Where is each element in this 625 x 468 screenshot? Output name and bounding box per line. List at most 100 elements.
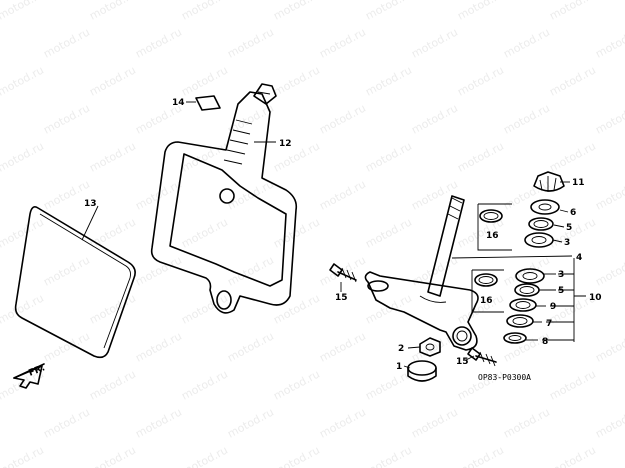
watermark-text-121: motod.ru — [271, 443, 322, 468]
callout-12: 12 — [279, 139, 292, 149]
dust-seal-part-8 — [503, 332, 527, 344]
watermark-text-21: motod.ru — [225, 25, 276, 60]
watermark-text-37: motod.ru — [41, 101, 92, 136]
watermark-text-60: motod.ru — [501, 177, 552, 212]
adjust-nut-part-11 — [533, 171, 565, 192]
callout-10: 10 — [589, 293, 602, 303]
watermark-text-41: motod.ru — [409, 101, 460, 136]
lower-cone-part-7 — [506, 314, 534, 328]
upper-race-part-6 — [530, 199, 560, 215]
watermark-text-83: motod.ru — [87, 291, 138, 326]
callout-2: 2 — [398, 344, 404, 354]
watermark-text-73: motod.ru — [41, 253, 92, 288]
plate-bracket-part-12 — [150, 83, 298, 314]
watermark-text-32: motod.ru — [363, 63, 414, 98]
watermark-text-101: motod.ru — [87, 367, 138, 402]
watermark-text-30: motod.ru — [179, 63, 230, 98]
o-ring-part-16-upper — [479, 209, 503, 223]
callout-7: 7 — [546, 319, 552, 329]
watermark-text-47: motod.ru — [87, 139, 138, 174]
watermark-text-102: motod.ru — [179, 367, 230, 402]
watermark-text-28: motod.ru — [0, 63, 46, 98]
lower-race-part-3 — [515, 268, 545, 284]
watermark-text-66: motod.ru — [179, 215, 230, 250]
watermark-text-52: motod.ru — [547, 139, 598, 174]
diagram-code: OP83-P0300A — [478, 373, 531, 382]
callout-16-lower: 16 — [480, 296, 493, 306]
watermark-text-61: motod.ru — [593, 177, 625, 212]
watermark-text-86: motod.ru — [363, 291, 414, 326]
watermark-text-16: motod.ru — [547, 0, 598, 23]
watermark-text-111: motod.ru — [225, 405, 276, 440]
clip-part-14 — [195, 95, 221, 111]
watermark-text-22: motod.ru — [317, 25, 368, 60]
watermark-text-76: motod.ru — [317, 253, 368, 288]
watermark-text-85: motod.ru — [271, 291, 322, 326]
watermark-text-31: motod.ru — [271, 63, 322, 98]
watermark-text-46: motod.ru — [0, 139, 46, 174]
watermark-text-13: motod.ru — [271, 0, 322, 23]
watermark-text-96: motod.ru — [501, 329, 552, 364]
watermark-text-103: motod.ru — [271, 367, 322, 402]
watermark-text-10: motod.ru — [0, 0, 46, 23]
watermark-text-93: motod.ru — [225, 329, 276, 364]
watermark-text-33: motod.ru — [455, 63, 506, 98]
watermark-text-79: motod.ru — [593, 253, 625, 288]
watermark-text-123: motod.ru — [455, 443, 506, 468]
callout-15-left: 15 — [335, 293, 348, 303]
watermark-text-57: motod.ru — [225, 177, 276, 212]
callout-14: 14 — [172, 98, 185, 108]
callout-16-upper: 16 — [486, 231, 499, 241]
watermark-text-14: motod.ru — [363, 0, 414, 23]
steering-stem-part-4 — [364, 195, 479, 351]
watermark-text-23: motod.ru — [409, 25, 460, 60]
ball-bearing-part-9 — [509, 298, 537, 312]
watermark-text-124: motod.ru — [547, 443, 598, 468]
watermark-text-29: motod.ru — [87, 63, 138, 98]
watermark-text-106: motod.ru — [547, 367, 598, 402]
o-ring-part-16-lower — [474, 273, 498, 287]
callout-11: 11 — [572, 178, 585, 188]
watermark-text-74: motod.ru — [133, 253, 184, 288]
watermark-text-43: motod.ru — [593, 101, 625, 136]
callout-5-lower: 5 — [558, 286, 564, 296]
watermark-text-12: motod.ru — [179, 0, 230, 23]
watermark-text-42: motod.ru — [501, 101, 552, 136]
callout-frame-16-lower — [471, 269, 504, 313]
watermark-text-115: motod.ru — [593, 405, 625, 440]
watermark-text-92: motod.ru — [133, 329, 184, 364]
callout-3-lower: 3 — [558, 270, 564, 280]
watermark-text-34: motod.ru — [547, 63, 598, 98]
leader-lines — [81, 101, 586, 369]
callout-1: 1 — [396, 362, 402, 372]
dust-seal-part-1 — [407, 360, 437, 382]
watermark-text-113: motod.ru — [409, 405, 460, 440]
watermark-text-11: motod.ru — [87, 0, 138, 23]
ball-bearing-part-5-lower — [514, 283, 540, 297]
number-plate-part-13 — [14, 206, 136, 359]
watermark-text-77: motod.ru — [409, 253, 460, 288]
watermark-text-112: motod.ru — [317, 405, 368, 440]
watermark-text-94: motod.ru — [317, 329, 368, 364]
watermark-text-120: motod.ru — [179, 443, 230, 468]
watermark-text-91: motod.ru — [41, 329, 92, 364]
watermark-text-97: motod.ru — [593, 329, 625, 364]
callout-frame-16-upper — [477, 203, 512, 251]
callout-15-right: 15 — [456, 357, 469, 367]
bolt-part-15-left — [329, 263, 357, 283]
watermark-text-25: motod.ru — [593, 25, 625, 60]
front-direction-arrow — [13, 363, 45, 389]
callout-9: 9 — [550, 302, 556, 312]
ball-bearing-part-5-upper — [528, 217, 554, 231]
watermark-text-122: motod.ru — [363, 443, 414, 468]
watermark-text-68: motod.ru — [363, 215, 414, 250]
callout-5-upper: 5 — [566, 223, 572, 233]
watermark-text-24: motod.ru — [501, 25, 552, 60]
watermark-text-20: motod.ru — [133, 25, 184, 60]
watermark-text-64: motod.ru — [0, 215, 46, 250]
watermark-text-104: motod.ru — [363, 367, 414, 402]
stem-nut-part-2 — [419, 337, 441, 357]
callout-3-upper: 3 — [564, 238, 570, 248]
watermark-text-114: motod.ru — [501, 405, 552, 440]
